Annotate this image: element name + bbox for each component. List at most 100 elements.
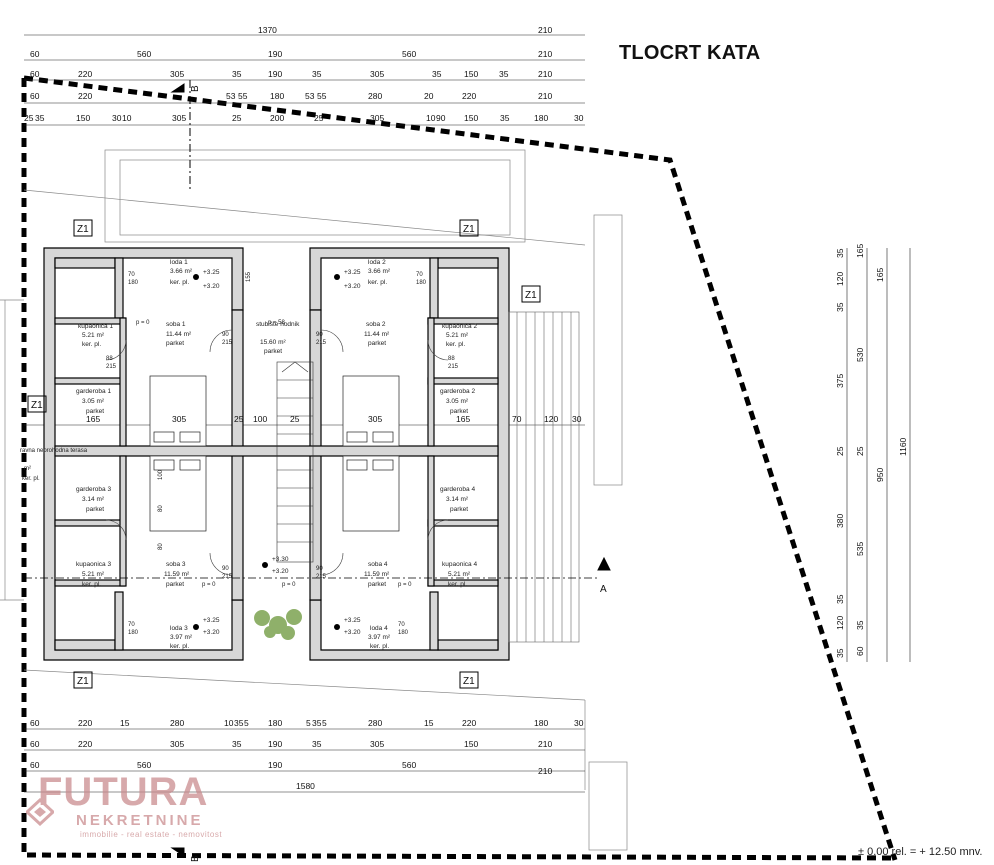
wall-tag-boxes <box>27 219 541 689</box>
dim-value: 35 <box>35 113 45 123</box>
wall-tag-z1: Z1 <box>463 224 475 235</box>
section-tag-b: B <box>190 85 201 92</box>
dim-value: 190 <box>268 49 282 59</box>
room-kupaonica-4: kupaonica 4 5.21 m² ker. pl. <box>442 561 477 588</box>
opening-value: 90 <box>316 566 323 572</box>
plan-title: TLOCRT KATA <box>619 42 761 64</box>
room-name: soba 3 <box>166 561 186 568</box>
dim-value: 535 <box>855 542 865 556</box>
section-tag-b: B <box>190 855 201 862</box>
dim-value: 375 <box>835 374 845 388</box>
room-name: loda 1 <box>170 259 188 266</box>
dim-value: 35 <box>232 69 242 79</box>
dim-value: 165 <box>86 414 100 424</box>
level-labels: +3.25 +3.20 +3.25 +3.20 +3.25 +3.20 +3.2… <box>203 269 361 636</box>
opening-value: p = 58 <box>268 320 286 326</box>
room-name: kupaonica 2 <box>442 323 477 330</box>
room-area: 3.14 m² <box>446 496 469 503</box>
dim-value: 305 <box>172 113 186 123</box>
dim-value: 165 <box>855 244 865 258</box>
room-area: 3.05 m² <box>446 398 469 405</box>
level-value: +3.25 <box>203 617 220 624</box>
dim-value: 560 <box>402 760 416 770</box>
dim-value: 220 <box>462 91 476 101</box>
room-floor: parket <box>86 506 104 513</box>
room-loda-3: loda 3 3.97 m² ker. pl. <box>170 625 193 650</box>
room-area: 5.21 m² <box>82 332 105 339</box>
dim-value: 180 <box>268 718 282 728</box>
room-name: loda 4 <box>370 625 388 632</box>
dim-value: 120 <box>835 272 845 286</box>
dim-value: 30 <box>574 718 584 728</box>
dimension-bottom-row1: 60 220 15 280 10 35 5 180 5 35 5 280 15 … <box>30 718 584 728</box>
dim-value: 25 <box>835 446 845 456</box>
room-area: 3.97 m² <box>170 634 193 641</box>
dim-value: 10 <box>426 113 436 123</box>
room-garderoba-2: garderoba 2 3.05 m² parket <box>440 388 475 415</box>
dim-value: 530 <box>855 348 865 362</box>
dim-value: 5 <box>306 718 311 728</box>
dim-value: 53 <box>226 91 236 101</box>
dim-value: 60 <box>30 69 40 79</box>
dim-value: 60 <box>855 646 865 656</box>
room-area: 5.21 m² <box>448 571 471 578</box>
dim-value: 220 <box>462 718 476 728</box>
level-value: +3.20 <box>344 629 361 636</box>
dim-value: 35 <box>835 248 845 258</box>
watermark-tagline: immobilie - real estate - nemovitost <box>80 830 223 839</box>
dim-value: 190 <box>268 760 282 770</box>
dim-value: 10 <box>224 718 234 728</box>
level-value: +3.25 <box>344 269 361 276</box>
dimension-top-row1: 1370 210 <box>258 25 552 35</box>
room-floor: ker. pl. <box>170 279 189 286</box>
dim-value: 190 <box>268 739 282 749</box>
room-floor: ker. pl. <box>368 279 387 286</box>
futura-watermark: FUTURA NEKRETNINE immobilie - real estat… <box>26 770 256 840</box>
room-loda-4: loda 4 3.97 m² ker. pl. <box>368 625 391 650</box>
room-area: m² <box>24 466 31 472</box>
dim-value: 35 <box>500 113 510 123</box>
dim-value: 60 <box>30 718 40 728</box>
dim-value: 305 <box>370 69 384 79</box>
room-kupaonica-2: kupaonica 2 5.21 m² ker. pl. <box>442 323 477 348</box>
dim-value: 5 <box>322 718 327 728</box>
wall-tag-z1: Z1 <box>463 676 475 687</box>
dim-value: 35 <box>835 594 845 604</box>
dim-value: 305 <box>170 69 184 79</box>
dim-value: 280 <box>368 718 382 728</box>
dim-value: 20 <box>424 91 434 101</box>
room-name: garderoba 2 <box>440 388 475 395</box>
dim-value: 25 <box>232 113 242 123</box>
tags: Z1 Z1 Z1 Z1 Z1 Z1 A B B <box>31 85 607 862</box>
dim-value: 60 <box>30 49 40 59</box>
room-area: 3.05 m² <box>82 398 105 405</box>
opening-value: 100 <box>158 469 164 480</box>
plot-boundary <box>21 75 898 861</box>
dimension-top-row5: 25 35 150 30 10 305 25 200 25 305 10 90 … <box>24 113 584 123</box>
room-name: ravna neprohodna terasa <box>20 448 88 454</box>
dim-value: 35 <box>312 69 322 79</box>
dim-value: 15 <box>120 718 130 728</box>
room-soba-1: soba 1 11.44 m² parket <box>166 321 192 347</box>
room-garderoba-4: garderoba 4 3.14 m² parket <box>440 486 475 513</box>
dim-value: 120 <box>835 616 845 630</box>
dim-value: 100 <box>253 414 267 424</box>
dimension-bottom-row2: 60 220 305 35 190 35 305 150 210 <box>30 739 552 749</box>
dim-value: 560 <box>402 49 416 59</box>
plant-decoration <box>254 609 302 640</box>
room-garderoba-1: garderoba 1 3.05 m² parket <box>76 388 111 415</box>
dimension-bottom-row4: 1580 <box>296 781 315 791</box>
room-name: soba 1 <box>166 321 186 328</box>
room-name: garderoba 1 <box>76 388 111 395</box>
dim-value: 220 <box>78 69 92 79</box>
dim-value: 35 <box>432 69 442 79</box>
room-area: 11.44 m² <box>364 331 390 338</box>
dim-value: 210 <box>538 25 552 35</box>
level-value: +3.20 <box>344 283 361 290</box>
opening-value: p = 0 <box>398 582 412 588</box>
opening-value: 215 <box>222 340 233 346</box>
watermark-subtitle: NEKRETNINE <box>76 812 204 829</box>
dim-value: 35 <box>312 739 322 749</box>
dim-value: 25 <box>855 446 865 456</box>
